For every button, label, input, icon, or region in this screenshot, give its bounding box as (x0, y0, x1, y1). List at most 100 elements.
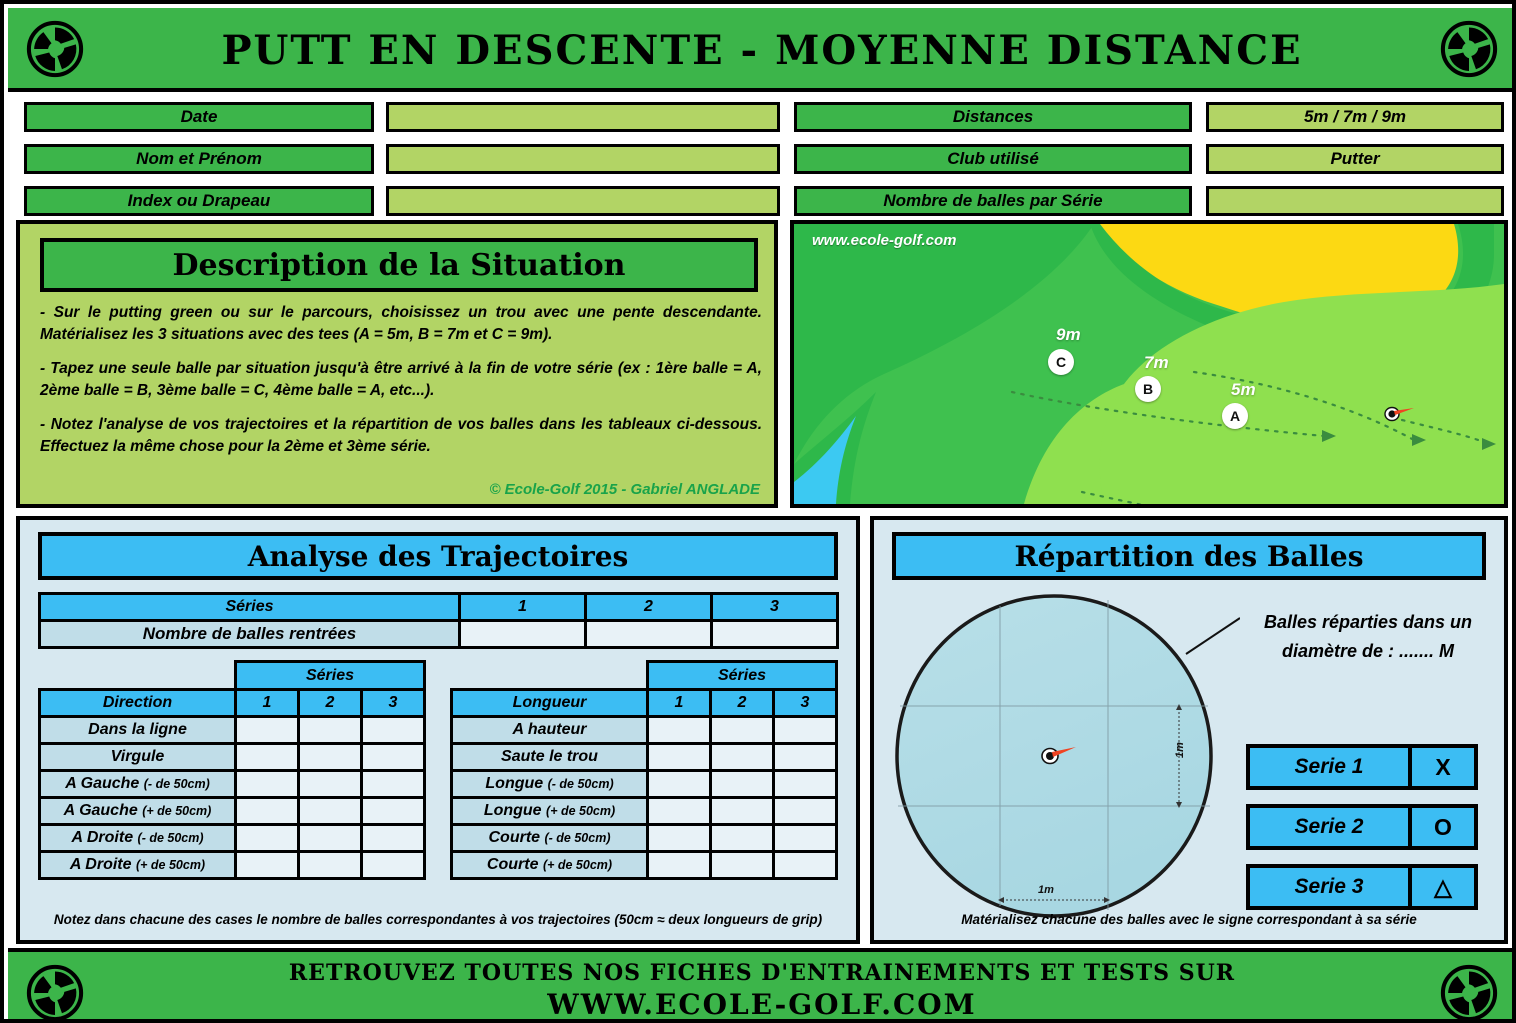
direction-cell[interactable] (360, 769, 426, 799)
ball-distribution-panel: Répartition des Balles (870, 516, 1508, 944)
longueur-cell[interactable] (709, 769, 775, 799)
longueur-row-label: A hauteur (450, 715, 649, 745)
longueur-cell[interactable] (646, 823, 712, 853)
direction-cell[interactable] (297, 769, 363, 799)
longueur-cell[interactable] (772, 715, 838, 745)
longueur-cell[interactable] (772, 823, 838, 853)
direction-cell[interactable] (297, 742, 363, 772)
row-label-text: Longue (485, 775, 544, 792)
tee-marker-c: C (1048, 349, 1074, 375)
circle-graphic (895, 594, 1241, 918)
distribution-footnote: Matérialisez chacune des balles avec le … (961, 912, 1417, 927)
direction-col-2-header: 2 (297, 688, 363, 718)
direction-col-3-header: 3 (360, 688, 426, 718)
table-row: Dans la ligne (38, 715, 426, 745)
direction-cell[interactable] (360, 715, 426, 745)
table-row: Séries 1 2 3 (38, 592, 839, 622)
field-value-club[interactable]: Putter (1206, 144, 1504, 174)
ecole-golf-logo-icon (1440, 20, 1498, 78)
table-row: Courte (- de 50cm) (450, 823, 838, 853)
longueur-cell[interactable] (646, 769, 712, 799)
direction-cell[interactable] (234, 769, 300, 799)
field-value-distances[interactable]: 5m / 7m / 9m (1206, 102, 1504, 132)
legend-serie-3[interactable]: Serie 3 △ (1246, 864, 1478, 910)
direction-cell[interactable] (234, 850, 300, 880)
tee-marker-b: B (1135, 376, 1161, 402)
series-col-3-header: 3 (710, 592, 839, 622)
legend-serie-2[interactable]: Serie 2 O (1246, 804, 1478, 850)
longueur-cell[interactable] (772, 742, 838, 772)
holed-balls-cell-s2[interactable] (584, 619, 713, 649)
direction-cell[interactable] (297, 796, 363, 826)
row-label-text: Courte (486, 856, 539, 873)
table-row: Séries (40, 660, 426, 691)
direction-cell[interactable] (234, 742, 300, 772)
row-label-text: A hauteur (512, 721, 587, 738)
direction-header: Direction (38, 688, 237, 718)
longueur-col-2-header: 2 (709, 688, 775, 718)
direction-cell[interactable] (234, 715, 300, 745)
description-paragraph: - Notez l'analyse de vos trajectoires et… (40, 416, 762, 455)
direction-cell[interactable] (360, 823, 426, 853)
row-label-text: Dans la ligne (88, 721, 187, 738)
longueur-row-label: Courte (+ de 50cm) (450, 850, 649, 880)
longueur-cell[interactable] (709, 715, 775, 745)
field-value-date[interactable] (386, 102, 780, 132)
direction-row-label: A Droite (- de 50cm) (38, 823, 237, 853)
direction-cell[interactable] (360, 742, 426, 772)
longueur-cell[interactable] (709, 742, 775, 772)
row-label-note: (+ de 50cm) (546, 804, 616, 818)
annotation-line-2: diamètre de : ....... M (1281, 640, 1455, 661)
direction-cell[interactable] (234, 823, 300, 853)
legend-serie-3-symbol-icon: △ (1408, 868, 1474, 906)
direction-cell[interactable] (234, 796, 300, 826)
longueur-cell[interactable] (772, 769, 838, 799)
longueur-row-label: Saute le trou (450, 742, 649, 772)
direction-cell[interactable] (297, 715, 363, 745)
legend-serie-1[interactable]: Serie 1 X (1246, 744, 1478, 790)
direction-cell[interactable] (297, 850, 363, 880)
longueur-cell[interactable] (646, 715, 712, 745)
row-label-text: Virgule (110, 748, 165, 765)
distance-label-7m: 7m (1144, 353, 1169, 372)
direction-cell[interactable] (360, 796, 426, 826)
longueur-cell[interactable] (772, 796, 838, 826)
field-value-name[interactable] (386, 144, 780, 174)
page-header: Putt en Descente - Moyenne Distance (8, 8, 1512, 92)
longueur-cell[interactable] (646, 850, 712, 880)
holed-balls-cell-s1[interactable] (458, 619, 587, 649)
table-row: Longueur 1 2 3 (450, 688, 838, 718)
holed-balls-cell-s3[interactable] (710, 619, 839, 649)
footer-line-2[interactable]: www.ecole-golf.com (547, 988, 977, 1021)
table-row: Saute le trou (450, 742, 838, 772)
longueur-header: Longueur (450, 688, 649, 718)
green-illustration: www.ecole-golf.com 9m C 7m B 5m A (790, 220, 1508, 508)
row-label-text: Courte (488, 829, 541, 846)
table-row: Nombre de balles rentrées (38, 619, 839, 649)
longueur-cell[interactable] (709, 823, 775, 853)
longueur-cell[interactable] (646, 742, 712, 772)
direction-cell[interactable] (360, 850, 426, 880)
distribution-circle-diagram[interactable]: 1m 1m (890, 588, 1241, 928)
field-label-index: Index ou Drapeau (24, 186, 374, 216)
description-title: Description de la Situation (40, 238, 758, 292)
direction-row-label: A Droite (+ de 50cm) (38, 850, 237, 880)
field-value-balls[interactable] (1206, 186, 1504, 216)
holed-balls-label: Nombre de balles rentrées (38, 619, 461, 649)
longueur-cell[interactable] (709, 850, 775, 880)
field-value-index[interactable] (386, 186, 780, 216)
longueur-cell[interactable] (772, 850, 838, 880)
golf-flag-icon (1384, 406, 1414, 422)
longueur-series-header: Séries (646, 660, 838, 691)
table-row: A Droite (- de 50cm) (38, 823, 426, 853)
direction-cell[interactable] (297, 823, 363, 853)
tee-marker-a: A (1222, 403, 1248, 429)
row-label-note: (+ de 50cm) (135, 858, 206, 872)
table-row: A Gauche (+ de 50cm) (38, 796, 426, 826)
longueur-row-label: Courte (- de 50cm) (450, 823, 649, 853)
legend-serie-3-label: Serie 3 (1250, 868, 1408, 906)
row-label-note: (- de 50cm) (137, 831, 204, 845)
longueur-cell[interactable] (709, 796, 775, 826)
longueur-cell[interactable] (646, 796, 712, 826)
